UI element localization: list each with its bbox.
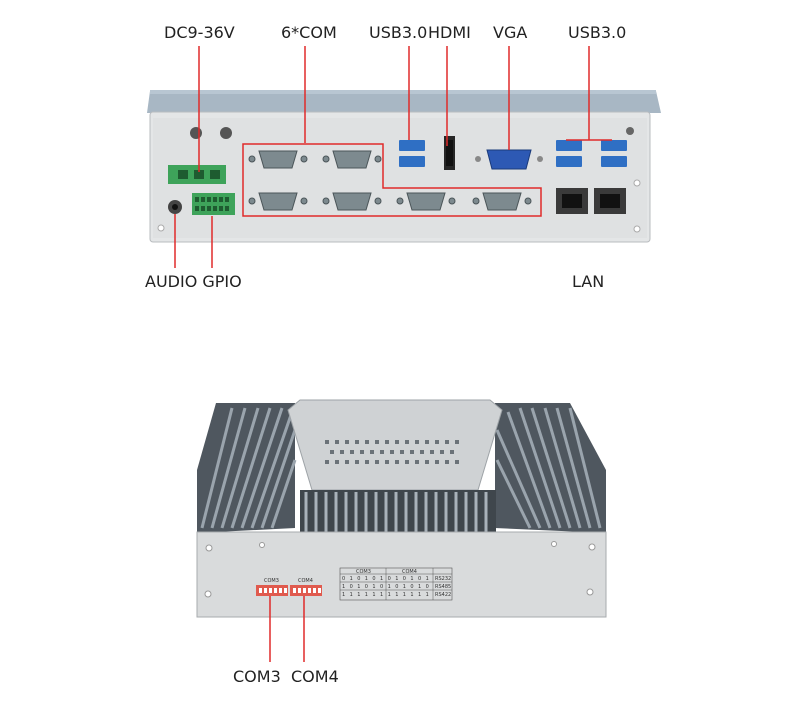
dc-power-connector — [168, 165, 226, 184]
table-cell: 1 — [380, 592, 383, 598]
table-header-com3: COM3 — [356, 569, 371, 575]
table-cell: 1 — [372, 584, 375, 590]
table-cell: 0 — [426, 584, 429, 590]
label-com3: COM3 — [233, 667, 281, 686]
lan-ports — [556, 188, 626, 214]
table-cell: 1 — [342, 592, 345, 598]
table-cell: 1 — [418, 592, 421, 598]
table-cell: 1 — [357, 592, 360, 598]
label-dc-power: DC9-36V — [164, 23, 235, 42]
table-cell: 0 — [350, 584, 353, 590]
table-cell-mode: RS485 — [435, 584, 451, 590]
table-cell: 0 — [418, 576, 421, 582]
table-cell: 1 — [357, 584, 360, 590]
table-cell: 1 — [410, 576, 413, 582]
com-port — [248, 150, 308, 169]
com-port — [322, 150, 382, 169]
table-cell: 1 — [418, 584, 421, 590]
hdmi-port — [444, 136, 455, 170]
dip-label-com3: COM3 — [264, 578, 279, 584]
usb3-port-left — [399, 140, 425, 167]
table-cell: 0 — [395, 584, 398, 590]
table-cell: 0 — [380, 584, 383, 590]
table-cell: 1 — [365, 576, 368, 582]
table-cell: 1 — [380, 576, 383, 582]
table-cell: 1 — [410, 592, 413, 598]
com-port — [248, 192, 308, 211]
table-cell: 0 — [357, 576, 360, 582]
com-port — [322, 192, 382, 211]
table-cell: 1 — [388, 592, 391, 598]
table-cell: 0 — [372, 576, 375, 582]
label-com4: COM4 — [291, 667, 339, 686]
table-cell: 1 — [426, 576, 429, 582]
com-port — [472, 192, 532, 211]
table-cell: 1 — [350, 592, 353, 598]
com-port — [396, 192, 456, 211]
dip-switch-com3 — [256, 585, 288, 596]
table-cell-mode: RS422 — [435, 592, 451, 598]
label-vga: VGA — [493, 23, 528, 42]
table-cell: 0 — [365, 584, 368, 590]
label-usb3-right: USB3.0 — [568, 23, 627, 42]
table-cell: 1 — [426, 592, 429, 598]
label-com: 6*COM — [281, 23, 337, 42]
table-cell: 0 — [388, 576, 391, 582]
table-cell: 1 — [395, 576, 398, 582]
table-header-com4: COM4 — [402, 569, 417, 575]
table-cell: 1 — [372, 592, 375, 598]
table-cell: 1 — [365, 592, 368, 598]
vga-port — [475, 149, 543, 170]
table-cell: 0 — [410, 584, 413, 590]
usb3-ports-right — [556, 140, 627, 167]
table-cell: 1 — [403, 592, 406, 598]
table-cell: 1 — [403, 584, 406, 590]
table-cell-mode: RS232 — [435, 576, 451, 582]
table-cell: 1 — [350, 576, 353, 582]
gpio-connector — [192, 193, 235, 215]
table-cell: 1 — [395, 592, 398, 598]
callout-lines — [174, 46, 612, 662]
dip-label-com4: COM4 — [298, 578, 313, 584]
audio-jack — [168, 200, 182, 214]
vent-holes — [325, 440, 459, 464]
label-usb3-left: USB3.0 — [369, 23, 428, 42]
label-hdmi: HDMI — [428, 23, 471, 42]
table-cell: 0 — [403, 576, 406, 582]
label-lan: LAN — [572, 272, 605, 291]
table-cell: 1 — [388, 584, 391, 590]
table-cell: 1 — [342, 584, 345, 590]
dip-switch-com4 — [290, 585, 322, 596]
table-cell: 0 — [342, 576, 345, 582]
label-audio-gpio: AUDIO GPIO — [145, 272, 242, 291]
com-ports — [248, 150, 532, 211]
